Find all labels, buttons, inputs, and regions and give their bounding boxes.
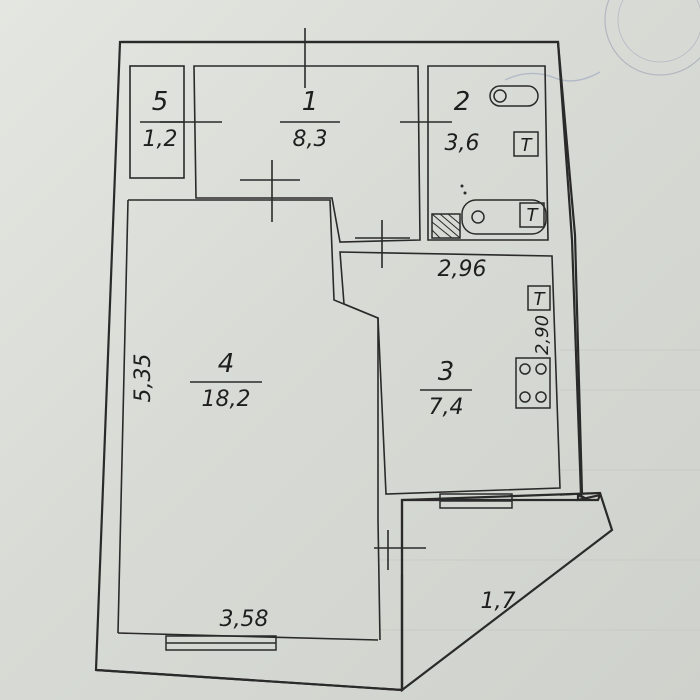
kitchen-depth-dimension: 2,90 [532,315,553,355]
stove-burner [519,391,531,403]
bathtub-label: T [527,205,540,226]
room-5-area: 1,2 [143,127,178,152]
balcony-area: 1,7 [481,589,516,614]
outer-wall-main [121,40,584,495]
balcony-outline [400,491,614,693]
corridor-wall [377,519,381,641]
windows [165,493,513,651]
bottom-outer-wall [95,575,404,692]
fixture-dot [463,191,467,195]
room-2-number: 2 [454,87,471,117]
room-4-area: 18,2 [202,387,251,412]
balcony-edge [559,492,601,496]
bathtub-drain [471,210,485,224]
dimension-labels: 2,96 2,90 5,35 3,58 [131,257,553,632]
stove-burner [535,391,547,403]
room-4-number: 4 [218,349,235,379]
room-3-outline [339,251,561,495]
kitchen-heater-label: T [534,289,547,310]
background-print [380,0,700,631]
room-2-area: 3,6 [445,131,480,156]
room-labels: 5 1,2 1 8,3 2 3,6 4 18,2 3 7,4 1,7 [140,87,516,614]
bathroom-heater-box [513,131,539,157]
bathroom-fixtures: T T [431,85,547,239]
stove [515,357,551,409]
living-width-dimension: 3,58 [220,607,269,632]
stove-burner [535,363,547,375]
shower-hatch [431,213,461,239]
partition-hall-living [128,199,379,520]
stove-burner [519,363,531,375]
stamp-seal [604,0,700,76]
kitchen-fixtures: T [515,285,551,409]
room-2-outline [427,65,549,241]
room-3-area: 7,4 [429,395,464,420]
room-1-outline [193,65,421,243]
left-wall-inner [117,199,129,634]
washbasin [489,85,539,107]
room-1-number: 1 [302,87,319,117]
shower-tray [431,213,461,239]
room-3-number: 3 [438,357,455,387]
room-5-number: 5 [152,87,169,117]
bathtub [461,199,547,235]
signature [504,71,601,82]
living-length-dimension: 5,35 [131,354,156,403]
washbasin-drain [493,89,507,103]
kitchen-heater-box [527,285,551,311]
fixture-dot [460,184,464,188]
kitchen-width-dimension: 2,96 [438,257,487,282]
bathroom-heater-label: T [521,135,534,156]
bathtub-tap-box [519,202,545,228]
stamp-seal-inner [617,0,700,63]
room-1-area: 8,3 [293,127,328,152]
